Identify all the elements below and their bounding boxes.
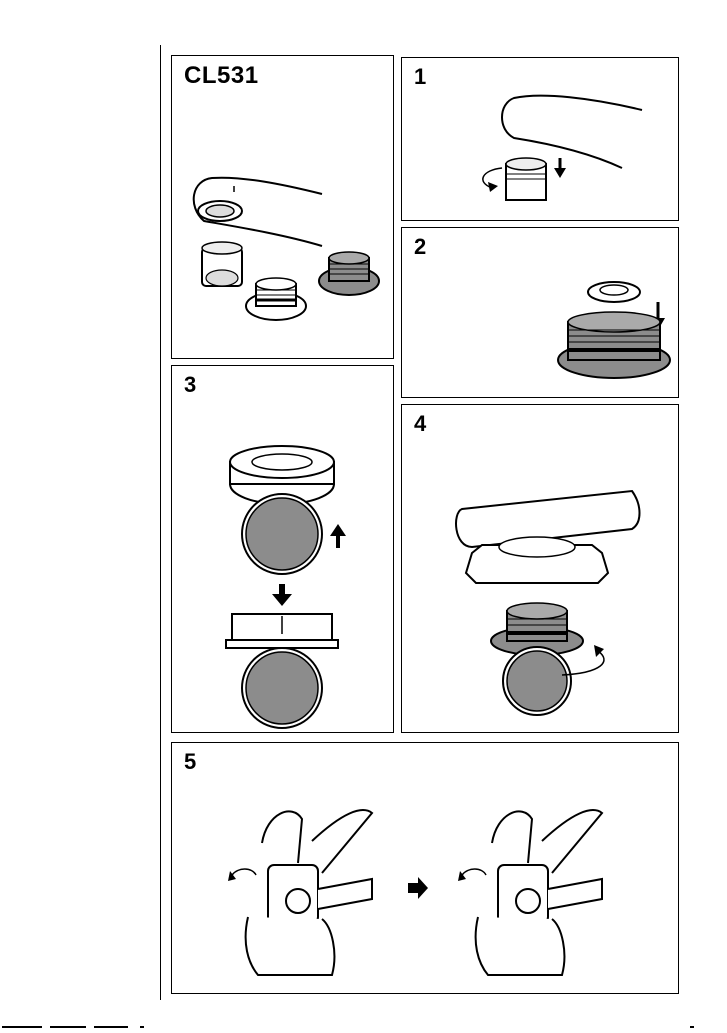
- step-4-illustration: [402, 405, 680, 734]
- panel-step-3: 3: [171, 365, 394, 733]
- panel-step-5: 5: [171, 742, 679, 994]
- page-margin-rule: [160, 45, 161, 1000]
- panel-step-1: 1: [401, 57, 679, 221]
- step-1-illustration: [402, 58, 680, 222]
- step-3-illustration: [172, 366, 395, 734]
- overview-illustration: [172, 56, 395, 360]
- panel-overview: CL531: [171, 55, 394, 359]
- panel-step-2: 2: [401, 227, 679, 398]
- print-registration-marks: [0, 1022, 727, 1033]
- panel-step-4: 4: [401, 404, 679, 733]
- step-2-illustration: [402, 228, 680, 399]
- step-5-illustration: [172, 743, 680, 995]
